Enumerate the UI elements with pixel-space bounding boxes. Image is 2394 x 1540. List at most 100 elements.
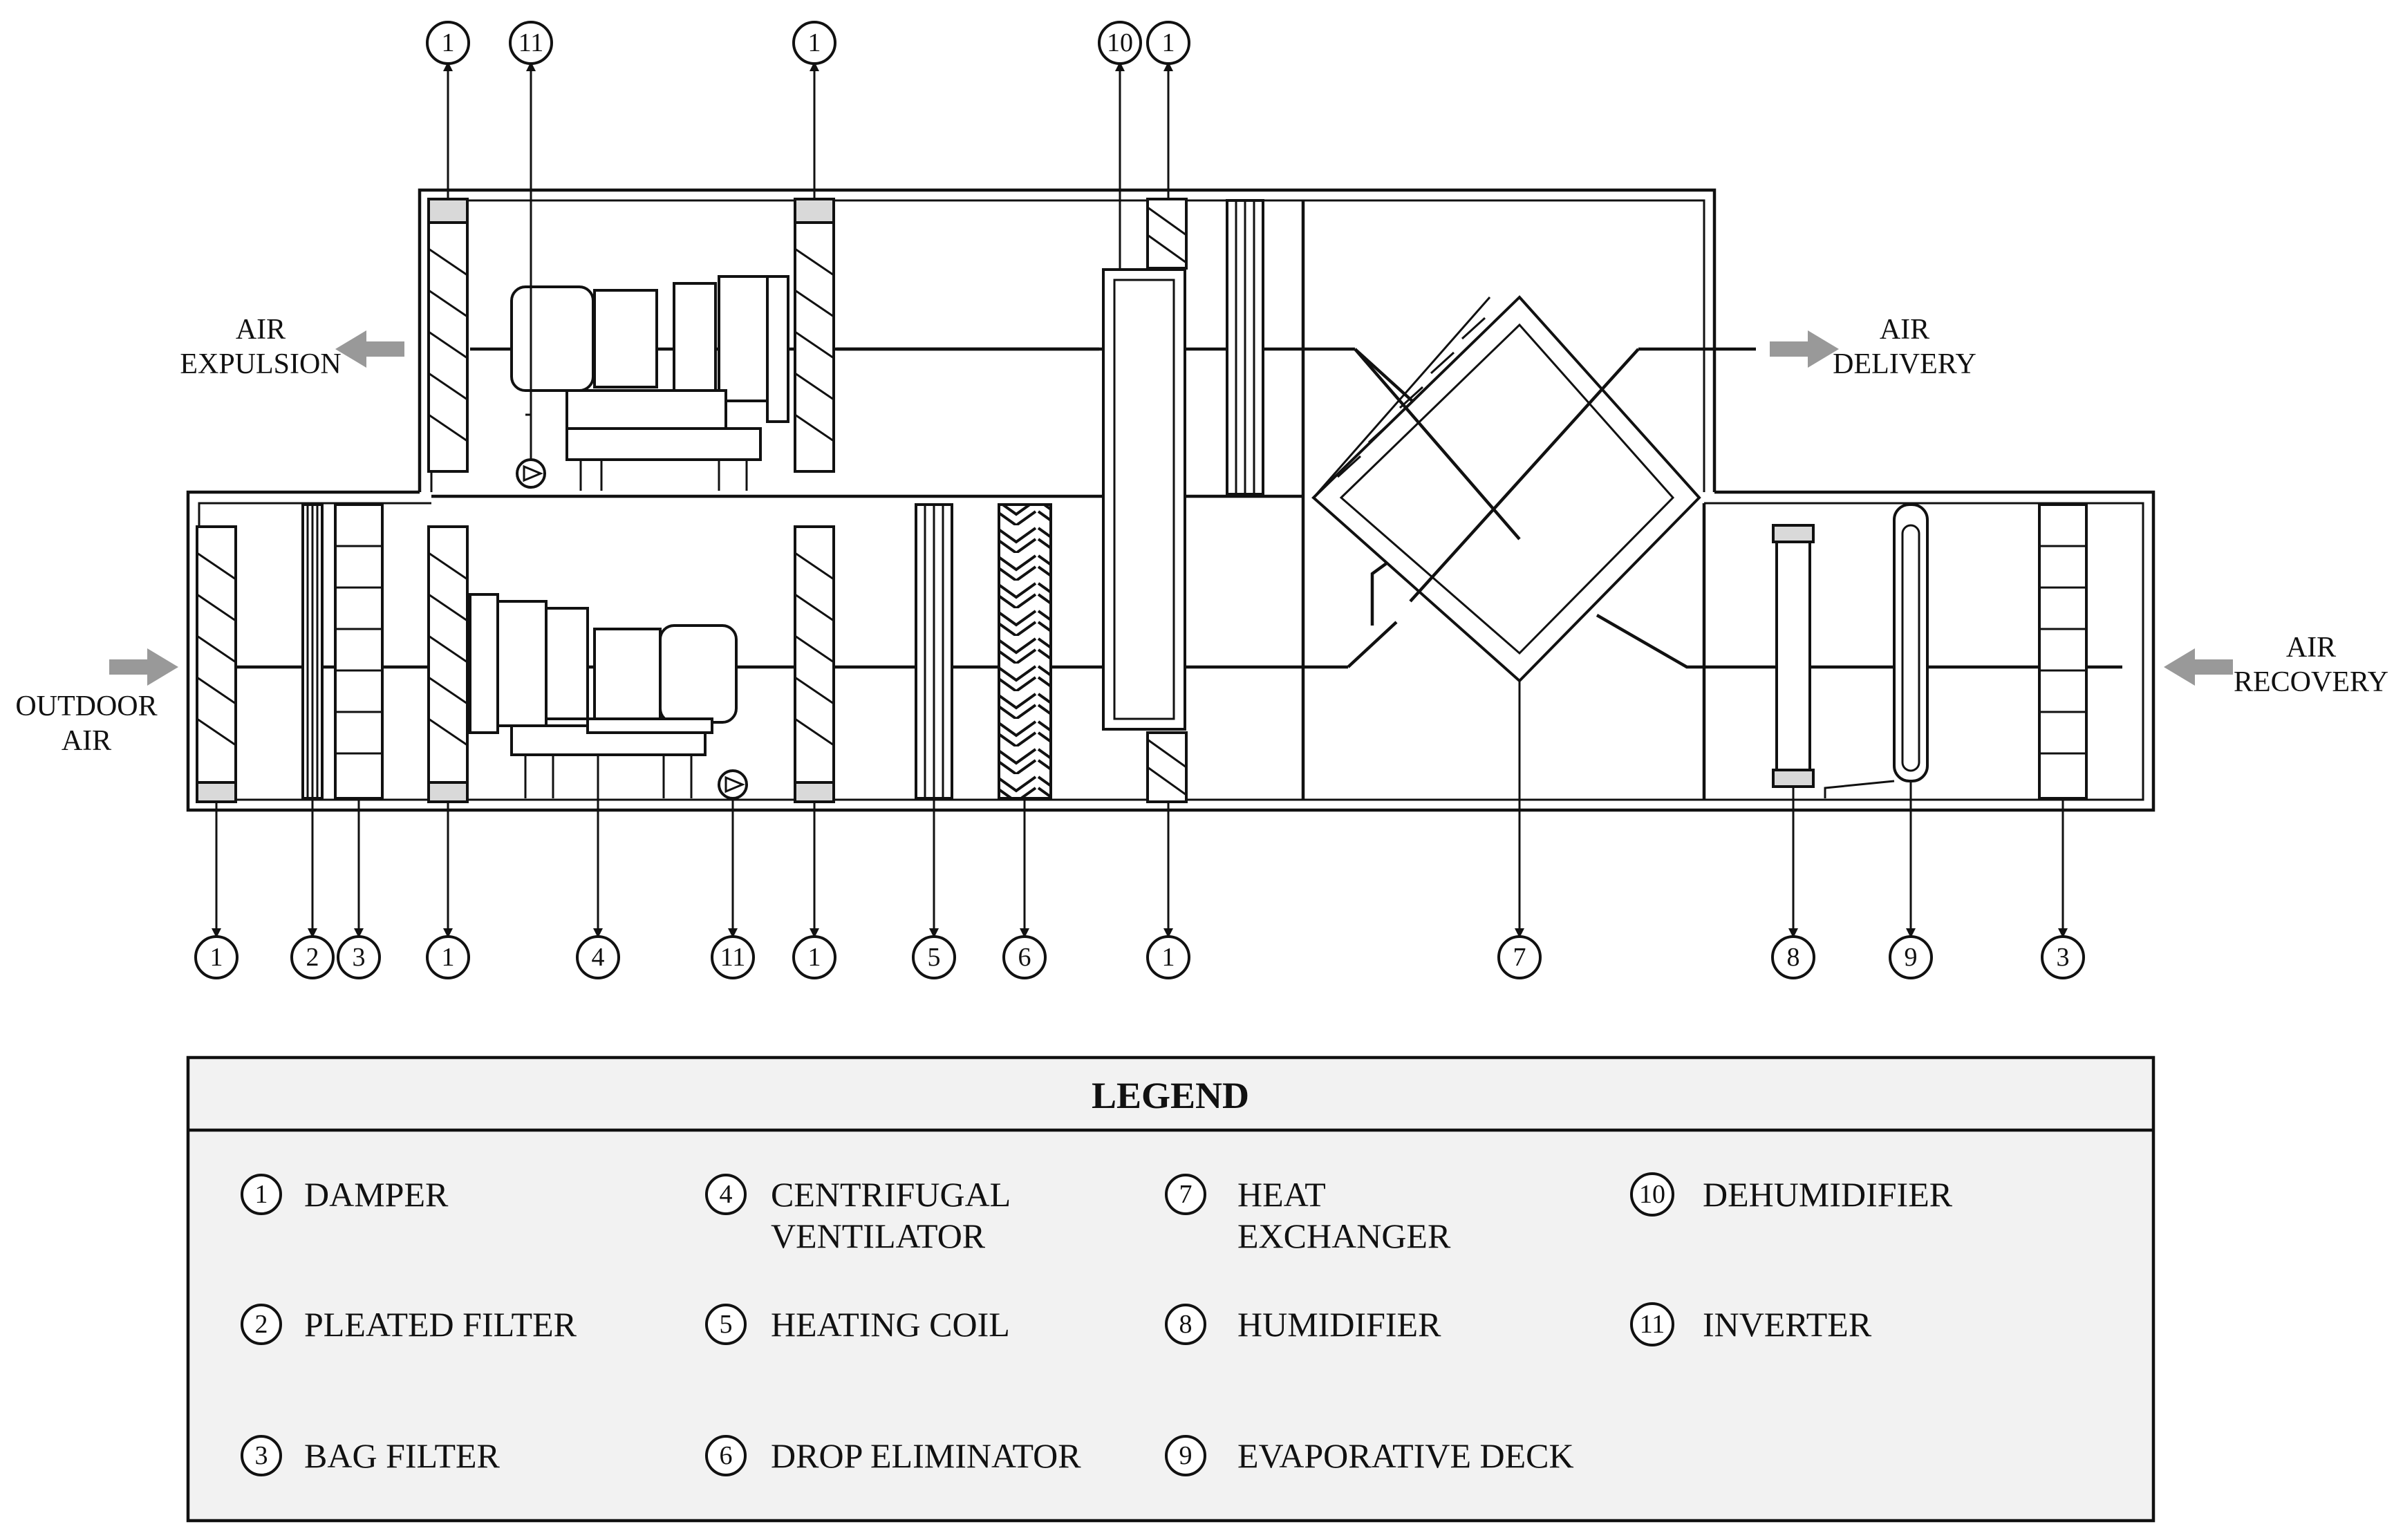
svg-text:1: 1 <box>442 943 455 972</box>
callout-bottom: 1 <box>1146 935 1190 979</box>
svg-text:EVAPORATIVE DECK: EVAPORATIVE DECK <box>1237 1436 1574 1475</box>
callout-bottom: 1 <box>426 935 470 979</box>
damper-exhaust-inlet <box>794 198 835 473</box>
legend-item-evaporative-deck: 9 EVAPORATIVE DECK <box>1165 1435 1574 1476</box>
air-recovery-label-line2: RECOVERY <box>2234 666 2388 698</box>
evaporative-deck <box>1824 503 1929 798</box>
callouts-top: 1 11 1 10 1 <box>426 21 1190 65</box>
legend-item-heat-exchanger: 7 HEAT EXCHANGER <box>1165 1174 1451 1255</box>
damper-supply-mid <box>427 525 469 803</box>
svg-text:6: 6 <box>1018 943 1031 972</box>
air-expulsion-arrow <box>335 330 404 368</box>
svg-text:7: 7 <box>1513 943 1526 972</box>
svg-text:PLEATED FILTER: PLEATED FILTER <box>304 1305 577 1344</box>
callout-bottom: 8 <box>1771 935 1815 979</box>
svg-text:EXCHANGER: EXCHANGER <box>1237 1217 1451 1255</box>
bag-filter-outdoor <box>334 503 384 800</box>
air-expulsion-label-line1: AIR <box>236 314 286 346</box>
legend-item-pleated-filter: 2 PLEATED FILTER <box>241 1304 577 1345</box>
svg-text:BAG FILTER: BAG FILTER <box>304 1436 501 1475</box>
svg-text:2: 2 <box>306 943 319 972</box>
svg-text:8: 8 <box>1787 943 1800 972</box>
callout-top: 1 <box>792 21 836 65</box>
svg-text:1: 1 <box>808 943 821 972</box>
outdoor-air-label-line2: AIR <box>62 725 111 757</box>
damper-exhaust-outlet <box>427 198 469 473</box>
flow-labels: AIR EXPULSION AIR DELIVERY OUTDOOR AIR A… <box>15 314 2388 757</box>
legend-item-heating-coil: 5 HEATING COIL <box>705 1304 1010 1345</box>
svg-text:5: 5 <box>928 943 941 972</box>
svg-text:HEATING COIL: HEATING COIL <box>771 1305 1010 1344</box>
svg-text:1: 1 <box>210 943 223 972</box>
svg-text:5: 5 <box>720 1310 733 1339</box>
svg-text:1: 1 <box>442 28 455 57</box>
callout-top: 10 <box>1098 21 1142 65</box>
svg-text:4: 4 <box>720 1180 733 1209</box>
heating-coil <box>915 503 953 800</box>
outdoor-air-label-line1: OUTDOOR <box>15 691 157 722</box>
svg-text:DROP ELIMINATOR: DROP ELIMINATOR <box>771 1436 1081 1475</box>
legend-item-inverter: 11 INVERTER <box>1630 1302 1872 1346</box>
callout-bottom: 5 <box>912 935 956 979</box>
pleated-filter <box>301 503 324 800</box>
legend-item-bag-filter: 3 BAG FILTER <box>241 1435 501 1476</box>
svg-text:11: 11 <box>720 943 746 972</box>
svg-text:6: 6 <box>720 1441 733 1470</box>
legend-item-damper: 1 DAMPER <box>241 1174 449 1215</box>
outdoor-air-arrow <box>109 648 178 686</box>
svg-text:DEHUMIDIFIER: DEHUMIDIFIER <box>1703 1175 1953 1214</box>
callout-bottom: 3 <box>337 935 381 979</box>
callout-bottom: 11 <box>711 935 755 979</box>
damper-supply-fan-out <box>794 525 835 803</box>
svg-text:HUMIDIFIER: HUMIDIFIER <box>1237 1305 1441 1344</box>
flow-arrows <box>109 330 2233 686</box>
callout-bottom: 1 <box>194 935 239 979</box>
centrifugal-ventilator-lower <box>469 593 738 798</box>
centrifugal-ventilator-upper <box>510 275 789 491</box>
callout-top: 1 <box>1146 21 1190 65</box>
svg-text:3: 3 <box>2057 943 2070 972</box>
svg-text:11: 11 <box>518 28 544 57</box>
air-expulsion-label-line2: EXPULSION <box>180 348 341 380</box>
callout-top: 11 <box>509 21 553 65</box>
svg-text:1: 1 <box>255 1180 268 1209</box>
svg-text:INVERTER: INVERTER <box>1703 1305 1872 1344</box>
dampers <box>196 198 1188 803</box>
svg-text:1: 1 <box>808 28 821 57</box>
heat-exchanger <box>1311 295 1701 683</box>
callout-bottom: 6 <box>1002 935 1047 979</box>
air-recovery-label-line1: AIR <box>2286 632 2336 664</box>
callout-bottom: 3 <box>2041 935 2085 979</box>
legend-item-centrifugal-ventilator: 4 CENTRIFUGAL VENTILATOR <box>705 1174 1011 1255</box>
callout-top: 1 <box>426 21 470 65</box>
svg-text:4: 4 <box>592 943 605 972</box>
callouts-bottom: 1 2 3 1 4 11 1 5 6 1 7 8 9 3 <box>194 935 2085 979</box>
svg-text:2: 2 <box>255 1310 268 1339</box>
svg-text:3: 3 <box>255 1441 268 1470</box>
svg-text:DAMPER: DAMPER <box>304 1175 449 1214</box>
inverters <box>516 413 748 800</box>
svg-text:CENTRIFUGAL: CENTRIFUGAL <box>771 1175 1011 1214</box>
leader-lines <box>212 62 2068 938</box>
svg-text:9: 9 <box>1179 1441 1193 1470</box>
callout-bottom: 4 <box>576 935 620 979</box>
legend-item-humidifier: 8 HUMIDIFIER <box>1165 1304 1441 1345</box>
callout-bottom: 7 <box>1497 935 1542 979</box>
legend-item-drop-eliminator: 6 DROP ELIMINATOR <box>705 1435 1081 1476</box>
svg-text:1: 1 <box>1162 28 1175 57</box>
svg-text:10: 10 <box>1639 1180 1665 1209</box>
damper-outdoor <box>196 525 237 803</box>
callout-bottom: 2 <box>290 935 335 979</box>
svg-text:7: 7 <box>1179 1180 1193 1209</box>
svg-text:VENTILATOR: VENTILATOR <box>771 1217 986 1255</box>
callout-bottom: 1 <box>792 935 836 979</box>
humidifier <box>1772 524 1815 788</box>
svg-text:3: 3 <box>353 943 366 972</box>
air-recovery-arrow <box>2164 648 2233 686</box>
svg-text:1: 1 <box>1162 943 1175 972</box>
callout-bottom: 9 <box>1889 935 1933 979</box>
heating-coil-upper <box>1226 199 1264 496</box>
air-delivery-label-line1: AIR <box>1880 314 1929 346</box>
dehumidifier <box>1102 268 1186 731</box>
